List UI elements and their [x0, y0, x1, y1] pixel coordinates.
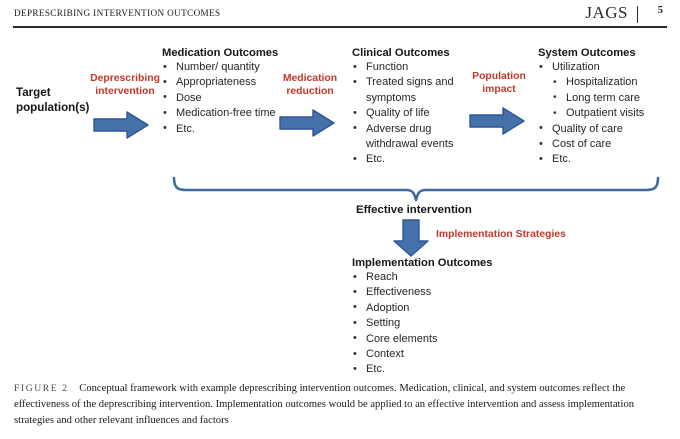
list-item: Dose	[162, 90, 288, 106]
page-number: 5	[657, 5, 663, 16]
label-medication-reduction: Medication reduction	[274, 72, 346, 99]
figure-caption-tag: FIGURE 2	[14, 383, 69, 394]
header-divider	[637, 6, 638, 23]
list-item: Utilization Hospitalization Long term ca…	[538, 60, 670, 122]
running-head: DEPRESCRIBING INTERVENTION OUTCOMES JAGS…	[0, 0, 680, 34]
system-outcomes-title: System Outcomes	[538, 47, 636, 59]
list-item: Core elements	[352, 331, 512, 347]
figure-caption-text: Conceptual framework with example depres…	[14, 383, 635, 427]
clinical-outcomes-list: Function Treated signs and symptoms Qual…	[352, 59, 460, 168]
list-item: Etc.	[352, 362, 512, 378]
figure-caption: FIGURE 2 Conceptual framework with examp…	[14, 381, 662, 430]
implementation-outcomes-list: Reach Effectiveness Adoption Setting Cor…	[352, 269, 512, 378]
list-item: Medication-free time	[162, 106, 288, 122]
medication-reduction-line1: Medication	[282, 73, 338, 84]
target-population-label: Target population(s)	[16, 85, 89, 115]
arrow-right-deprescribing-icon	[93, 111, 149, 139]
system-outcomes-list: Utilization Hospitalization Long term ca…	[538, 60, 670, 168]
target-population-line2: population(s)	[16, 101, 90, 114]
list-item: Setting	[352, 316, 512, 332]
list-item: Cost of care	[538, 137, 670, 153]
list-item: Long term care	[552, 90, 670, 106]
label-deprescribing-intervention: Deprescribing intervention	[86, 72, 164, 99]
list-item: Treated signs and symptoms	[352, 75, 460, 106]
target-population-line1: Target	[16, 86, 51, 99]
list-item: Quality of care	[538, 121, 670, 137]
system-outcomes-sublist: Hospitalization Long term care Outpatien…	[552, 75, 670, 122]
list-item: Etc.	[352, 152, 460, 168]
block-medication-outcomes: Medication Outcomes Number/ quantity App…	[162, 46, 288, 137]
running-head-title: DEPRESCRIBING INTERVENTION OUTCOMES	[14, 8, 221, 18]
list-item: Quality of life	[352, 106, 460, 122]
label-population-impact: Population impact	[466, 70, 532, 97]
list-item: Appropriateness	[162, 75, 288, 91]
list-item: Context	[352, 347, 512, 363]
list-item: Number/ quantity	[162, 59, 288, 75]
list-item: Adverse drug withdrawal events	[352, 121, 460, 153]
block-system-outcomes: System Outcomes Utilization Hospitalizat…	[538, 46, 670, 168]
arrow-right-medication-reduction-icon	[279, 109, 335, 137]
implementation-outcomes-title: Implementation Outcomes	[352, 257, 493, 269]
list-item: Effectiveness	[352, 285, 512, 301]
deprescribing-intervention-line2: intervention	[95, 86, 155, 98]
arrow-down-implementation-icon	[393, 219, 429, 257]
list-item: Function	[352, 59, 460, 75]
list-item: Outpatient visits	[552, 106, 670, 122]
list-item: Reach	[352, 269, 512, 285]
journal-name: JAGS	[585, 3, 628, 22]
label-implementation-strategies: Implementation Strategies	[436, 229, 566, 240]
figure-diagram: Target population(s) Deprescribing inter…	[0, 34, 680, 378]
effective-intervention-label: Effective intervention	[356, 204, 472, 216]
list-item: Etc.	[162, 121, 288, 137]
deprescribing-intervention-line1: Deprescribing	[90, 73, 160, 84]
block-clinical-outcomes: Clinical Outcomes Function Treated signs…	[352, 46, 460, 168]
block-implementation-outcomes: Implementation Outcomes Reach Effectiven…	[352, 256, 512, 378]
medication-outcomes-list: Number/ quantity Appropriateness Dose Me…	[162, 59, 288, 137]
population-impact-line1: Population	[472, 71, 526, 82]
header-rule	[13, 26, 667, 28]
medication-reduction-line2: reduction	[286, 86, 334, 98]
population-impact-line2: impact	[482, 84, 516, 96]
medication-outcomes-title: Medication Outcomes	[162, 47, 279, 59]
list-item: Etc.	[538, 152, 670, 168]
arrow-right-population-impact-icon	[469, 107, 525, 135]
list-item-label: Utilization	[552, 61, 600, 73]
list-item: Hospitalization	[552, 75, 670, 91]
convergence-brace	[172, 176, 660, 202]
list-item: Adoption	[352, 300, 512, 316]
clinical-outcomes-title: Clinical Outcomes	[352, 47, 450, 59]
